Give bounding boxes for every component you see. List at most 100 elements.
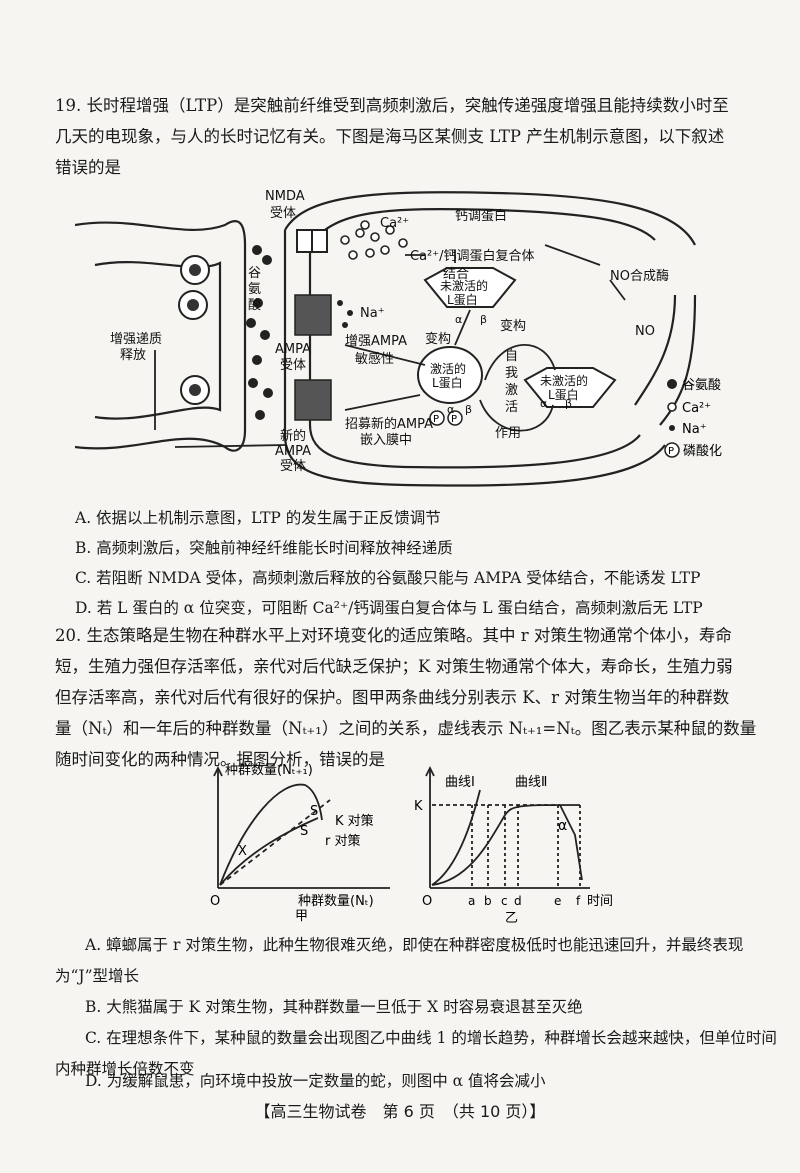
label-no: NO — [635, 324, 655, 339]
label-nmda: NMDA — [265, 189, 305, 204]
q20-line1: 20. 生态策略是生物在种群水平上对环境变化的适应策略。其中 r 对策生物通常个… — [55, 626, 732, 645]
label-na: Na⁺ — [360, 306, 385, 321]
label-active-2: L蛋白 — [432, 375, 463, 390]
phospho-p-2: P — [451, 414, 457, 425]
q20-option-d: D. 为缓解鼠患，向环境中投放一定数量的蛇，则图中 α 值将会减小 — [85, 1072, 546, 1090]
synaptic-vesicles — [178, 255, 210, 405]
jia-caption: 甲 — [295, 909, 308, 924]
yi-tick-d: d — [514, 894, 522, 908]
label-beta-3: β — [565, 397, 572, 410]
r-strategy-curve — [219, 817, 319, 886]
curve-2 — [431, 804, 581, 886]
yi-k: K — [414, 799, 423, 814]
jia-origin: O — [210, 894, 220, 909]
inactive-l-protein-hex — [423, 267, 517, 308]
q19-stem-line2: 几天的电现象，与人的长时记忆有关。下图是海马区某侧支 LTP 产生机制示意图，以… — [55, 127, 725, 146]
legend-ca: Ca²⁺ — [682, 401, 711, 416]
label-ampa-enhance-1: 增强AMPA — [345, 334, 407, 349]
yi-tick-e: e — [554, 894, 561, 908]
label-beta-1: β — [480, 313, 487, 326]
jia-s-lower: S — [300, 824, 308, 839]
yi-alpha: α — [558, 818, 567, 834]
figure-jia: 种群数量(Nₜ₊₁) O 种群数量(Nₜ) S S X K 对策 r 对策 甲 — [210, 763, 390, 924]
page-footer: 【高三生物试卷 第 6 页 （共 10 页）】 — [254, 1102, 546, 1121]
q19-option-a: A. 依据以上机制示意图，LTP 的发生属于正反馈调节 — [75, 509, 441, 527]
legend-p-symbol: P — [668, 446, 674, 457]
label-glu-1: 谷 — [248, 266, 261, 281]
q20-line2: 短，生殖力强但存活率低，亲代对后代缺乏保护；K 对策生物通常个体大，寿命长，生殖… — [55, 657, 733, 676]
diagram-legend: 谷氨酸 Ca²⁺ Na⁺ P 磷酸化 — [664, 378, 722, 459]
label-recruit-2: 嵌入膜中 — [360, 433, 412, 448]
label-new-1: 新的 — [280, 428, 306, 444]
label-complex: Ca²⁺/钙调蛋白复合体 — [410, 248, 535, 264]
label-self-5: 作用 — [495, 426, 521, 441]
yi-origin: O — [422, 894, 432, 909]
ampa-receptor — [294, 294, 332, 336]
q20-line5: 随时间变化的两种情况。据图分析，错误的是 — [55, 750, 385, 769]
label-alpha-3: α — [540, 397, 547, 410]
yi-xlabel: 时间 — [587, 894, 613, 909]
label-self-3: 激 — [505, 383, 518, 398]
legend-na: Na⁺ — [682, 422, 707, 437]
q19-stem: 19. 长时程增强（LTP）是突触前纤维受到高频刺激后，突触传递强度增强且能持续… — [55, 90, 775, 183]
label-glu-2: 氨 — [248, 282, 261, 297]
curve-2-decline — [559, 804, 583, 881]
label-alpha-1: α — [455, 313, 462, 326]
jia-s-upper: S — [310, 804, 318, 819]
label-bind: 结合 — [443, 267, 469, 282]
q20-line3: 但存活率高，亲代对后代有很好的保护。图甲两条曲线分别表示 K、r 对策生物当年的… — [55, 688, 730, 707]
yi-curve-1: 曲线Ⅰ — [445, 775, 475, 790]
yi-caption: 乙 — [505, 911, 518, 925]
label-enhance-2: 释放 — [120, 348, 146, 363]
q20-stem: 20. 生态策略是生物在种群水平上对环境变化的适应策略。其中 r 对策生物通常个… — [55, 620, 775, 775]
nmda-receptor — [296, 229, 328, 253]
label-self-2: 我 — [505, 366, 518, 381]
label-ampa-enhance-2: 敏感性 — [355, 351, 394, 367]
legend-phospho: 磷酸化 — [683, 444, 722, 459]
q19-option-b: B. 高频刺激后，突触前神经纤维能长时间释放神经递质 — [75, 539, 453, 557]
jia-ylabel: 种群数量(Nₜ₊₁) — [225, 763, 313, 778]
label-new-3: 受体 — [280, 459, 306, 474]
label-self-1: 自 — [505, 349, 518, 364]
label-active-1: 激活的 — [430, 361, 466, 376]
q20-option-c: C. 在理想条件下，某种鼠的数量会出现图乙中曲线 1 的增长趋势，种群增长会越来… — [55, 1029, 777, 1078]
label-new-2: AMPA — [275, 444, 311, 459]
label-recruit-1: 招募新的AMPA — [345, 416, 433, 432]
label-nmda-receptor: 受体 — [270, 206, 296, 221]
label-inactive-1: 未激活的 — [440, 278, 488, 293]
q20-option-a: A. 蟑螂属于 r 对策生物，此种生物很难灭绝，即使在种群密度极低时也能迅速回升… — [55, 936, 744, 985]
q19-stem-line1: 19. 长时程增强（LTP）是突触前纤维受到高频刺激后，突触传递强度增强且能持续… — [55, 96, 729, 115]
label-ampa-receptor: 受体 — [280, 358, 306, 373]
phospho-p-1: P — [433, 414, 439, 425]
label-inactive-3: 未激活的 — [540, 373, 588, 388]
k-strategy-curve — [219, 783, 323, 886]
label-glu-3: 酸 — [248, 298, 261, 313]
q20-option-b: B. 大熊猫属于 K 对策生物，其种群数量一旦低于 X 时容易衰退甚至灭绝 — [85, 998, 583, 1016]
yi-tick-c: c — [501, 894, 508, 908]
active-l-protein — [417, 346, 483, 404]
jia-r-label: r 对策 — [325, 833, 360, 849]
figure-yi: K 曲线Ⅰ 曲线Ⅱ α O a b c d e f 时间 乙 — [414, 765, 613, 925]
ltp-mechanism-diagram: P P NMDA 受体 Ca²⁺ 钙调蛋白 Ca²⁺/钙调蛋白复合体 NO合成酶… — [75, 189, 722, 487]
yi-tick-a: a — [468, 894, 475, 908]
label-inactive-2: L蛋白 — [447, 292, 478, 307]
label-inactive-4: L蛋白 — [548, 387, 579, 402]
inactive-l-protein-hex-2 — [523, 367, 617, 408]
jia-k-label: K 对策 — [335, 813, 374, 829]
legend-glutamate: 谷氨酸 — [682, 378, 721, 393]
label-ampa: AMPA — [275, 342, 311, 357]
q19-option-d: D. 若 L 蛋白的 α 位突变，可阻断 Ca²⁺/钙调蛋白复合体与 L 蛋白结… — [75, 599, 703, 617]
label-alpha-2: α — [447, 403, 454, 416]
label-calmodulin: 钙调蛋白 — [455, 208, 507, 224]
new-ampa-receptor — [294, 379, 332, 421]
jia-x: X — [238, 844, 247, 859]
q19-option-c: C. 若阻断 NMDA 受体，高频刺激后释放的谷氨酸只能与 AMPA 受体结合，… — [75, 569, 701, 587]
yi-tick-f: f — [576, 894, 581, 908]
yi-curve-2: 曲线Ⅱ — [515, 775, 547, 790]
label-beta-2: β — [465, 403, 472, 416]
label-self-4: 活 — [505, 400, 518, 415]
label-conform-2: 变构 — [500, 318, 526, 334]
yi-tick-b: b — [484, 894, 492, 908]
q19-stem-line3: 错误的是 — [55, 158, 121, 177]
